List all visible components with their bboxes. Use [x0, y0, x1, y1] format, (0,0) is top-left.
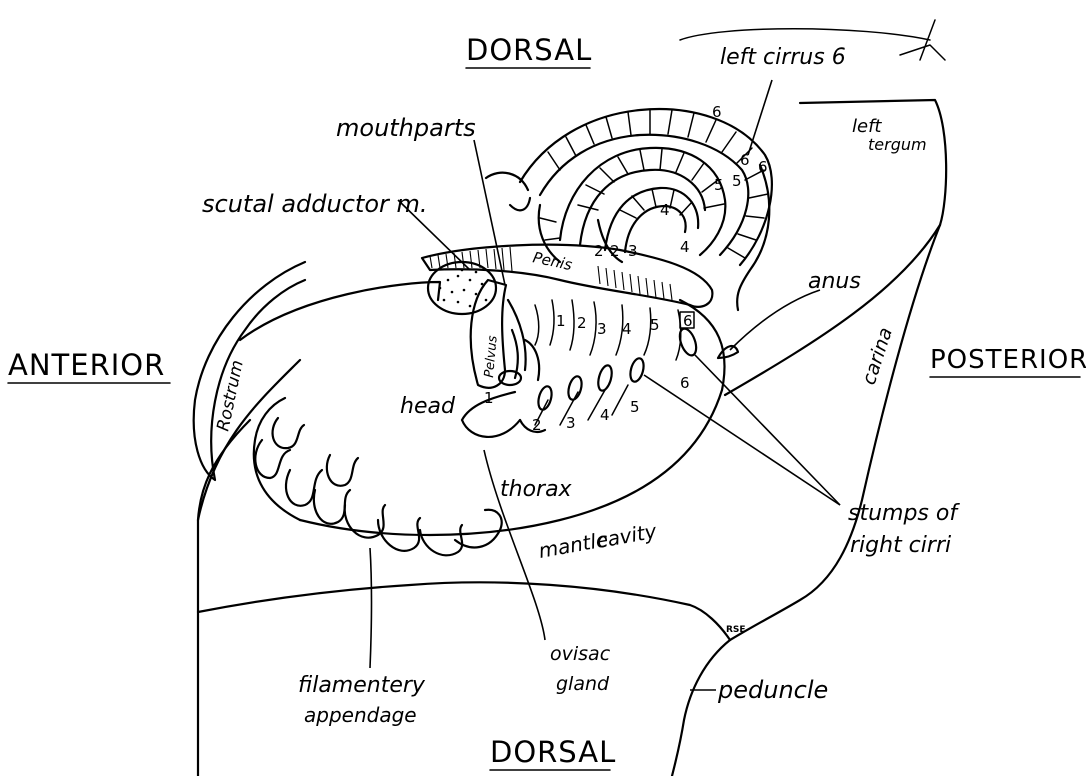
cirrus-seg-num-10: 6 [758, 158, 768, 176]
left-cirri: 2 2 3 4 4 5 5 6 6 6 [486, 80, 772, 310]
left-tergum-label-1: left [852, 116, 882, 137]
upper-cirrus-num-6: 6 [683, 312, 693, 330]
penis: Penis [422, 245, 712, 307]
upper-cirrus-num-1: 1 [556, 312, 566, 330]
cirrus-base-1 [486, 173, 528, 190]
upper-cirrus-num-4: 4 [622, 320, 632, 338]
adductor-stipple [439, 269, 488, 308]
penis-label: Penis [531, 248, 574, 274]
scutum-outer-curve [198, 360, 300, 520]
cirri-base-line-2 [570, 300, 574, 350]
lower-cirrus-num-2: 2 [532, 416, 542, 434]
anus-label: anus [808, 269, 861, 294]
head-oval [499, 371, 521, 385]
pelvus: Pelvus [471, 140, 539, 388]
peduncle-outline [672, 640, 730, 776]
filament-3 [286, 470, 322, 506]
scutal-adductor-label: scutal adductor m. [202, 190, 428, 218]
capitulum-outline [198, 420, 250, 776]
filament-1 [255, 440, 290, 478]
carina-outline [730, 100, 946, 640]
cirrus-seg-num-5: 4 [680, 238, 690, 256]
left-tergum-label-2: tergum [868, 135, 927, 154]
ovisac-label-2: gland [556, 673, 610, 695]
upper-cirrus-num-2: 2 [577, 314, 587, 332]
peduncle-label: peduncle [717, 676, 828, 704]
upper-cirrus-num-5: 5 [650, 316, 660, 334]
pelvus-label: Pelvus [482, 335, 501, 379]
cirrus-seg-num-8: 6 [712, 103, 722, 121]
anus-leader [730, 290, 820, 350]
filamentary-label-1: filamentery [298, 673, 426, 698]
thorax-label: thorax [500, 477, 573, 502]
head-thorax [462, 371, 545, 640]
lower-cirrus-num-1: 1 [484, 389, 494, 407]
upper-cirrus-num-3: 3 [597, 320, 607, 338]
mouthparts-label: mouthparts [336, 114, 476, 142]
mouthparts-leader [474, 140, 505, 285]
dorsal-top-label: DORSAL [466, 33, 592, 67]
filamentary-label-2: appendage [304, 703, 417, 727]
filament-9 [327, 455, 358, 486]
cirri-base-line-3 [590, 302, 596, 355]
stumps-leader-2 [695, 355, 840, 505]
stump-4 [596, 364, 614, 392]
stumps-label-2: right cirri [850, 533, 951, 558]
tergum-line [725, 225, 940, 395]
cirri-bases-upper: 1 2 3 4 5 6 [535, 300, 694, 360]
head-label: head [400, 394, 456, 419]
prosoma-lower-outline [254, 398, 300, 520]
left-cirrus-label: left cirrus 6 [720, 45, 846, 70]
stump-6 [677, 326, 700, 357]
filamentary-leader [370, 548, 372, 668]
cirrus-seg-num-6: 5 [714, 176, 724, 194]
dorsal-bottom-label: DORSAL [490, 735, 616, 769]
stumps-label-1: stumps of [848, 501, 960, 526]
cirrus-small-1 [510, 198, 530, 210]
cirrus-seg-num-3: 3 [628, 242, 638, 260]
lower-cirrus-num-6: 6 [680, 374, 690, 392]
ovisac-label-1: ovisac [550, 643, 611, 665]
lower-cirrus-num-5: 5 [630, 398, 640, 416]
left-cirrus-leader [748, 80, 772, 155]
lower-cirrus-num-3: 3 [566, 414, 576, 432]
stumps-leader-1 [644, 375, 840, 505]
stump-5 [628, 357, 646, 383]
cirri-base-line-0 [535, 305, 539, 345]
penis-outline [422, 245, 712, 307]
cirrus-seg-num-7: 5 [732, 172, 742, 190]
posterior-label: POSTERIOR [930, 345, 1086, 375]
body-division-line [198, 582, 730, 640]
cirrus-small-3 [737, 165, 769, 310]
cirrus-seg-num-4: 4 [660, 201, 670, 219]
anus-shape [718, 346, 738, 358]
rse-mark: RSE [726, 625, 746, 635]
filament-2 [273, 418, 304, 448]
anterior-label: ANTERIOR [8, 348, 165, 382]
mouthparts-shape [508, 300, 539, 380]
cirri-base-line-1 [550, 300, 554, 345]
cirrus-seg-num-1: 2 [594, 242, 604, 260]
lower-cirrus-num-4: 4 [600, 406, 610, 424]
cirrus-seg-num-2: 2 [610, 242, 620, 260]
mantle-cavity-label-2: cavity [595, 519, 660, 553]
